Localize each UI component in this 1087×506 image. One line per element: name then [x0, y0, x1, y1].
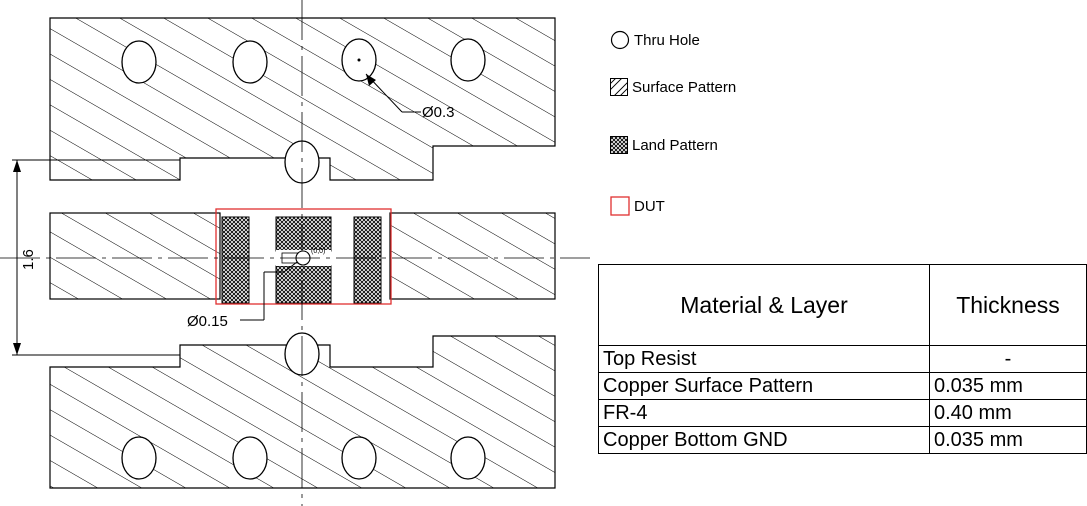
table-cell-material: Copper Bottom GND — [598, 426, 930, 454]
land-pad — [353, 216, 382, 304]
table-cell-thickness: - — [929, 345, 1087, 373]
thru-hole — [232, 40, 268, 84]
signal-strip-right — [389, 212, 556, 300]
top-surface-pattern — [49, 17, 556, 181]
thru-hole — [121, 40, 157, 84]
table-cell-thickness: 0.035 mm — [929, 372, 1087, 400]
table-header-thickness: Thickness — [929, 264, 1087, 346]
thru-hole — [232, 436, 268, 480]
table-cell-material: Copper Surface Pattern — [598, 372, 930, 400]
thru-hole — [450, 38, 486, 82]
thru-hole — [121, 436, 157, 480]
legend-land-pattern: Land Pattern — [610, 136, 718, 154]
table-cell-material: Top Resist — [598, 345, 930, 373]
table-row: FR-4 0.40 mm — [598, 399, 1087, 427]
signal-strip-left — [49, 212, 221, 300]
pcb-drawing: (0,0) 1.6 Ø0.3 Ø0.15 — [0, 0, 590, 506]
legend-surface-pattern: Surface Pattern — [610, 78, 736, 96]
table-header-row: Material & Layer Thickness — [598, 264, 1087, 346]
legend-thru-hole-label: Thru Hole — [634, 31, 700, 49]
land-pad — [221, 216, 250, 304]
via-diameter-label: Ø0.15 — [187, 313, 228, 330]
thru-hole-icon — [610, 30, 630, 50]
legend-dut-label: DUT — [634, 197, 665, 215]
table-row: Top Resist - — [598, 345, 1087, 373]
table-row: Copper Surface Pattern 0.035 mm — [598, 372, 1087, 400]
legend-thru-hole: Thru Hole — [610, 30, 700, 50]
bottom-surface-pattern — [49, 335, 556, 489]
surface-pattern-icon — [610, 78, 628, 96]
thru-holes — [121, 38, 486, 480]
table-header-material: Material & Layer — [598, 264, 930, 346]
thru-hole — [341, 436, 377, 480]
table-cell-thickness: 0.40 mm — [929, 399, 1087, 427]
dut-icon — [610, 196, 630, 216]
table-row: Copper Bottom GND 0.035 mm — [598, 426, 1087, 454]
land-pattern-icon — [610, 136, 628, 154]
dut-outline — [215, 208, 392, 305]
land-pad — [275, 265, 332, 304]
legend-dut: DUT — [610, 196, 665, 216]
thru-hole — [450, 436, 486, 480]
gap-dimension — [12, 159, 180, 356]
table-cell-thickness: 0.035 mm — [929, 426, 1087, 454]
gap-label: 1.6 — [20, 249, 37, 270]
origin-label: (0,0) — [311, 248, 325, 255]
layer-stackup-table: Material & Layer Thickness Top Resist - … — [598, 264, 1087, 454]
legend-land-pattern-label: Land Pattern — [632, 136, 718, 154]
hole-diameter-label: Ø0.3 — [422, 104, 455, 121]
legend-surface-pattern-label: Surface Pattern — [632, 78, 737, 96]
land-pad — [275, 216, 332, 252]
table-cell-material: FR-4 — [598, 399, 930, 427]
